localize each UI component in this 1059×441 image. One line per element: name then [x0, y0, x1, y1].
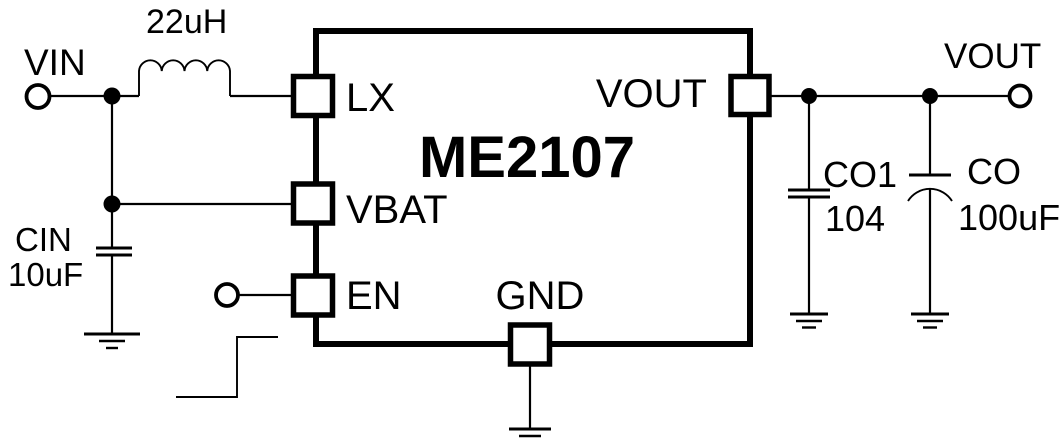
cin-ref-label: CIN [15, 221, 72, 258]
ic-name: ME2107 [419, 125, 635, 190]
pin-lx: LX [290, 73, 395, 120]
ground-symbol [790, 312, 828, 329]
junction-dot [103, 195, 121, 213]
vin-terminal-label: VIN [24, 42, 86, 83]
enable-step-waveform-icon [176, 336, 278, 398]
pin-vbat: VBAT [290, 181, 448, 232]
junction-dot [103, 87, 121, 105]
pin-vout-pad [728, 73, 772, 118]
pin-gnd-pad [507, 322, 553, 367]
junction-dot [922, 88, 938, 104]
capacitor-co1: CO1 104 [788, 96, 897, 329]
pin-lx-label: LX [346, 76, 395, 120]
pin-gnd-label: GND [496, 274, 585, 318]
ground-symbol [911, 312, 949, 329]
capacitor-co: CO 100uF [907, 96, 1059, 329]
gnd-connection [509, 364, 551, 438]
pin-en-label: EN [346, 274, 402, 318]
pin-vbat-pad [290, 181, 336, 226]
junctions [103, 87, 938, 213]
vout-terminal: VOUT [944, 37, 1041, 109]
ic-me2107: ME2107 LX VBAT EN GND VOUT [290, 28, 772, 367]
pin-lx-pad [290, 73, 336, 119]
co1-value-label: 104 [825, 198, 885, 239]
vin-terminal-icon [24, 83, 52, 110]
cin-value-label: 10uF [8, 256, 83, 293]
inductor-coil-icon [138, 59, 231, 96]
vout-terminal-icon [1007, 83, 1033, 109]
ground-symbol [84, 332, 140, 350]
inductor: 22uH [138, 3, 231, 96]
co-plate-curved [907, 187, 953, 202]
pin-vbat-label: VBAT [346, 188, 448, 232]
co1-ref-label: CO1 [823, 154, 897, 195]
co-ref-label: CO [967, 151, 1021, 192]
junction-dot [801, 88, 817, 104]
vout-terminal-label: VOUT [944, 37, 1041, 76]
pin-vout: VOUT [596, 72, 772, 118]
inductor-label: 22uH [146, 3, 227, 41]
vin-terminal: VIN [24, 42, 86, 110]
capacitor-cin: CIN 10uF [8, 204, 140, 350]
pin-en-pad [290, 273, 336, 318]
en-terminal-icon [214, 282, 240, 308]
ground-symbol [509, 427, 551, 438]
pin-vout-label: VOUT [596, 72, 707, 116]
pin-gnd: GND [496, 274, 585, 367]
pin-en: EN [290, 273, 402, 318]
co-value-label: 100uF [958, 197, 1059, 238]
